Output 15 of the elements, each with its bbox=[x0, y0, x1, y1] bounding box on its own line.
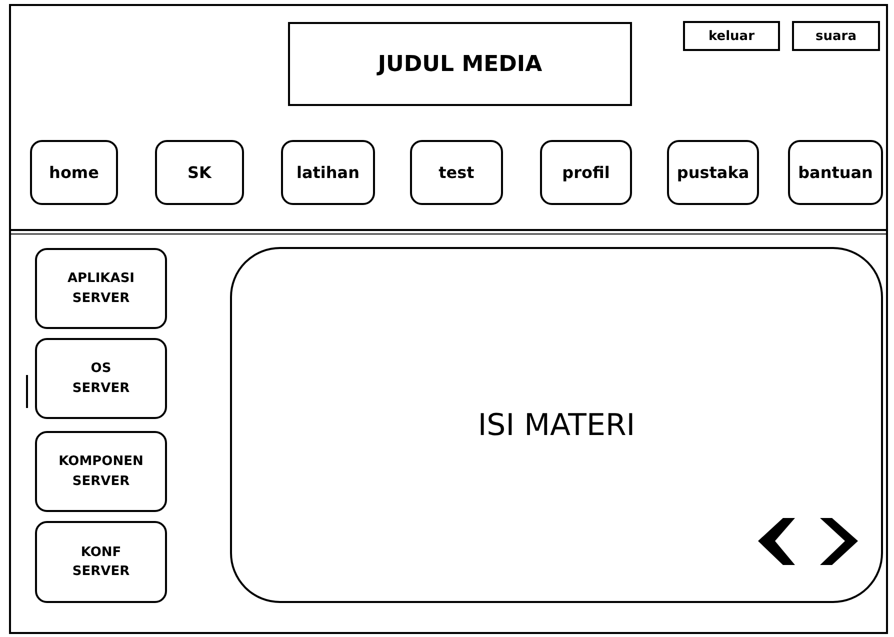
nav-button: test bbox=[410, 140, 503, 205]
exit-button: keluar bbox=[683, 21, 780, 51]
sound-button: suara bbox=[792, 21, 880, 51]
title-box: JUDUL MEDIA bbox=[288, 22, 632, 106]
nav-button: pustaka bbox=[667, 140, 759, 205]
nav-button: SK bbox=[155, 140, 244, 205]
nav-button: latihan bbox=[281, 140, 375, 205]
nav-button: bantuan bbox=[788, 140, 883, 205]
nav-button: profil bbox=[540, 140, 632, 205]
content-panel: ISI MATERI bbox=[230, 247, 883, 603]
menu-button: KOMPONEN SERVER bbox=[35, 431, 167, 512]
nav-button: home bbox=[30, 140, 118, 205]
menu-button: KONF SERVER bbox=[35, 521, 167, 603]
menu-button: APLIKASI SERVER bbox=[35, 248, 167, 329]
menu-button: OS SERVER bbox=[35, 338, 167, 419]
